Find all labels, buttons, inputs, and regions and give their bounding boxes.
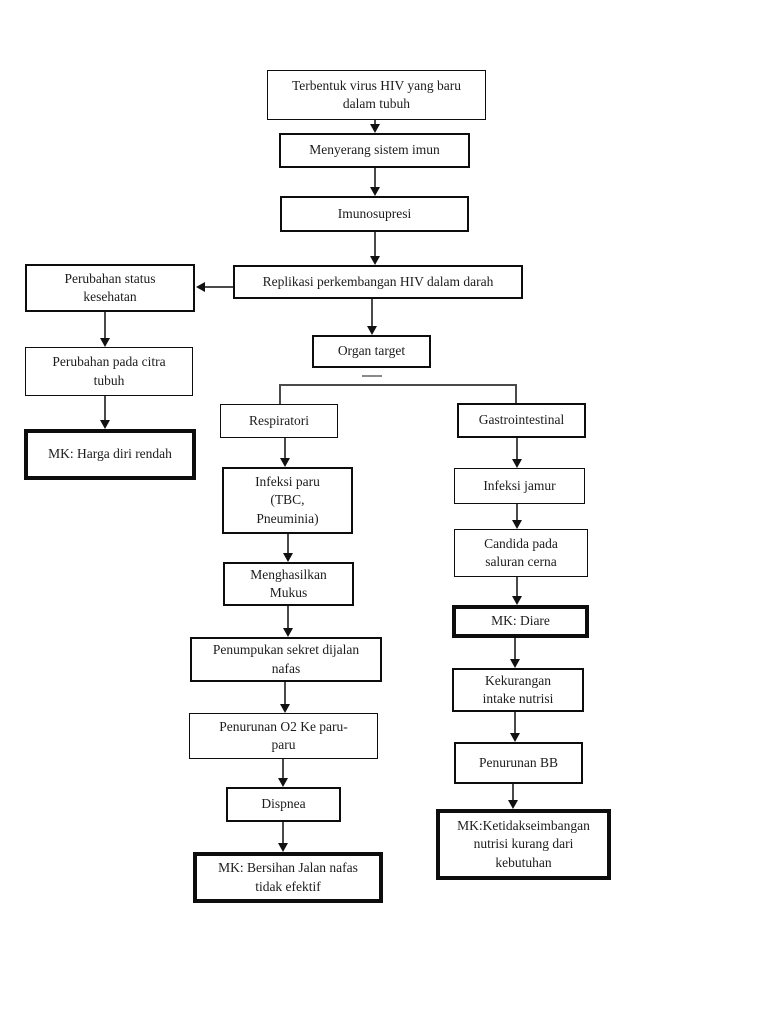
arrowhead-down-icon <box>512 459 522 468</box>
node-label: Menyerang sistem imun <box>309 142 440 158</box>
flow-line <box>516 504 518 521</box>
node-terbentuk-virus: Terbentuk virus HIV yang baru dalam tubu… <box>267 70 486 120</box>
node-label: Kekurangan intake nutrisi <box>482 672 554 706</box>
node-label: Penurunan O2 Ke paru- paru <box>219 718 348 752</box>
arrowhead-down-icon <box>100 420 110 429</box>
node-label: Penumpukan sekret dijalan nafas <box>212 642 360 676</box>
node-label: MK: Diare <box>491 613 550 629</box>
node-organ-target: Organ target <box>312 335 431 368</box>
node-menyerang-sistem-imun: Menyerang sistem imun <box>279 133 470 168</box>
flow-line <box>371 299 373 327</box>
node-kekurangan-intake-nutrisi: Kekurangan intake nutrisi <box>452 668 584 712</box>
node-replikasi-hiv: Replikasi perkembangan HIV dalam darah <box>233 265 523 299</box>
node-label: Menghasilkan Mukus <box>250 566 327 600</box>
node-label: Replikasi perkembangan HIV dalam darah <box>262 273 494 289</box>
flow-line <box>514 712 516 734</box>
node-gastrointestinal: Gastrointestinal <box>457 403 586 438</box>
arrowhead-down-icon <box>370 187 380 196</box>
arrowhead-down-icon <box>280 458 290 467</box>
node-perubahan-citra-tubuh: Perubahan pada citra tubuh <box>25 347 193 396</box>
node-label: MK:Ketidakseimbangan nutrisi kurang dari… <box>457 818 590 870</box>
arrowhead-down-icon <box>283 553 293 562</box>
node-label: Infeksi jamur <box>483 477 556 493</box>
connector-dash <box>362 375 382 377</box>
node-label: Candida pada saluran cerna <box>484 535 558 569</box>
node-mk-ketidakseimbangan-nutrisi: MK:Ketidakseimbangan nutrisi kurang dari… <box>436 809 611 880</box>
branch-bracket-line <box>280 384 516 386</box>
node-penumpukan-sekret: Penumpukan sekret dijalan nafas <box>190 637 382 682</box>
node-penurunan-bb: Penurunan BB <box>454 742 583 784</box>
node-label: Respiratori <box>249 412 309 428</box>
flow-line <box>282 759 284 779</box>
node-mk-harga-diri-rendah: MK: Harga diri rendah <box>24 429 196 480</box>
flow-line <box>516 438 518 460</box>
flow-line <box>514 638 516 660</box>
flow-line <box>512 784 514 801</box>
node-label: Infeksi paru (TBC, Pneuminia) <box>255 474 320 526</box>
arrowhead-down-icon <box>367 326 377 335</box>
flow-line <box>284 682 286 705</box>
flow-line <box>374 232 376 257</box>
flow-line <box>374 120 376 125</box>
flow-line <box>287 534 289 554</box>
node-label: Perubahan status kesehatan <box>64 270 156 304</box>
node-menghasilkan-mukus: Menghasilkan Mukus <box>223 562 354 606</box>
arrowhead-down-icon <box>510 733 520 742</box>
branch-drop-line-right <box>515 384 517 403</box>
arrowhead-left-icon <box>196 282 205 292</box>
node-perubahan-status-kesehatan: Perubahan status kesehatan <box>25 264 195 312</box>
arrowhead-down-icon <box>100 338 110 347</box>
arrowhead-down-icon <box>512 596 522 605</box>
flow-line <box>282 822 284 844</box>
node-label: MK: Harga diri rendah <box>48 446 172 462</box>
flow-line <box>104 396 106 421</box>
arrowhead-down-icon <box>370 124 380 133</box>
flow-line <box>516 577 518 597</box>
node-mk-diare: MK: Diare <box>452 605 589 638</box>
node-penurunan-o2: Penurunan O2 Ke paru- paru <box>189 713 378 759</box>
arrowhead-down-icon <box>278 843 288 852</box>
arrowhead-down-icon <box>278 778 288 787</box>
flow-line <box>204 286 233 288</box>
flow-line <box>287 606 289 629</box>
flow-line <box>284 438 286 459</box>
node-mk-bersihan-jalan-nafas: MK: Bersihan Jalan nafas tidak efektif <box>193 852 383 903</box>
node-infeksi-jamur: Infeksi jamur <box>454 468 585 504</box>
flow-line <box>374 168 376 188</box>
node-imunosupresi: Imunosupresi <box>280 196 469 232</box>
node-candida-saluran-cerna: Candida pada saluran cerna <box>454 529 588 577</box>
arrowhead-down-icon <box>370 256 380 265</box>
node-dispnea: Dispnea <box>226 787 341 822</box>
node-infeksi-paru: Infeksi paru (TBC, Pneuminia) <box>222 467 353 534</box>
arrowhead-down-icon <box>512 520 522 529</box>
branch-drop-line-left <box>279 384 281 404</box>
node-label: Perubahan pada citra tubuh <box>52 354 166 388</box>
node-label: MK: Bersihan Jalan nafas tidak efektif <box>218 860 358 894</box>
node-label: Terbentuk virus HIV yang baru dalam tubu… <box>291 77 461 111</box>
node-label: Dispnea <box>261 796 306 812</box>
arrowhead-down-icon <box>510 659 520 668</box>
node-label: Imunosupresi <box>337 205 412 221</box>
node-label: Gastrointestinal <box>478 412 565 428</box>
arrowhead-down-icon <box>283 628 293 637</box>
node-label: Penurunan BB <box>478 754 559 770</box>
arrowhead-down-icon <box>508 800 518 809</box>
node-label: Organ target <box>337 343 406 359</box>
flow-line <box>104 312 106 339</box>
arrowhead-down-icon <box>280 704 290 713</box>
node-respiratori: Respiratori <box>220 404 338 438</box>
